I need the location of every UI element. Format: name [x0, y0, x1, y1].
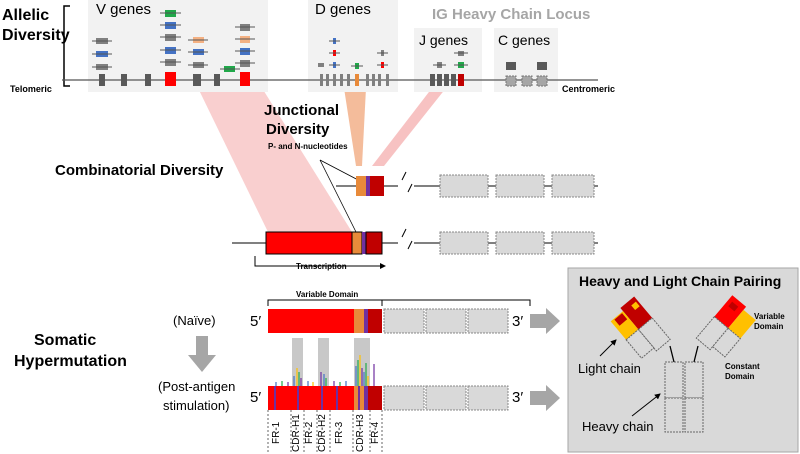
region-fr-1: FR-1: [271, 421, 282, 444]
naive-label: (Naïve): [173, 313, 216, 328]
post-antigen-label-2: stimulation): [163, 398, 230, 413]
locus-title: IG Heavy Chain Locus: [432, 6, 591, 23]
j-projection-cone: [372, 88, 446, 166]
allelic-diversity-label-2: Diversity: [2, 27, 70, 44]
five-prime-naive: 5′: [250, 313, 262, 330]
heavy-chain-pointer: [631, 393, 661, 417]
region-fr-3: FR-3: [334, 421, 345, 444]
heavy-chain-label: Heavy chain: [582, 419, 654, 434]
right-arrow-naive: [530, 308, 560, 334]
naive-antibody-gene: [268, 308, 509, 334]
j-gene-alleles: [430, 51, 468, 86]
c-gene-blocks: [505, 62, 548, 87]
variable-domain-bracket: [267, 299, 383, 306]
j-genes-label: J genes: [419, 32, 469, 48]
cdr-h2-highlight: [318, 338, 329, 390]
v-genes-panel: [88, 0, 268, 92]
three-prime-post: 3′: [512, 389, 524, 406]
region-fr-4: FR-4: [370, 421, 381, 444]
v-genes-label: V genes: [96, 1, 152, 18]
region-dividers: [267, 410, 383, 454]
allelic-bracket: [63, 5, 70, 87]
v-projection-cone: [198, 88, 352, 232]
light-chain-label: Light chain: [578, 361, 641, 376]
region-cdr-h1: CDR-H1: [291, 414, 302, 452]
p-n-nucleotides-label: P- and N-nucleotides: [268, 142, 348, 151]
junctional-diversity-label-2: Diversity: [266, 121, 330, 138]
variable-domain-label: Variable Domain: [296, 290, 359, 299]
right-arrow-post: [530, 385, 560, 411]
constant-domain-pairing-2: Domain: [725, 372, 755, 381]
d-projection-cone: [344, 88, 366, 166]
post-antigen-label-1: (Post-antigen: [158, 379, 236, 394]
light-chain-pointer: [599, 339, 617, 357]
v-gene-alleles: [92, 10, 255, 86]
region-cdr-h2: CDR-H2: [317, 414, 328, 452]
telomeric-label: Telomeric: [10, 84, 52, 94]
d-genes-label: D genes: [315, 1, 371, 18]
transcription-label: Transcription: [296, 262, 347, 271]
somatic-hypermutation-label-1: Somatic: [34, 332, 97, 349]
constant-domain-pairing-1: Constant: [725, 362, 760, 371]
combinatorial-diversity-label: Combinatorial Diversity: [55, 162, 224, 179]
pairing-title: Heavy and Light Chain Pairing: [579, 273, 782, 289]
d-gene-alleles: [318, 38, 389, 86]
junctional-diversity-label-1: Junctional: [264, 102, 340, 119]
dj-rearrangement: [336, 171, 598, 198]
variable-domain-pairing-1: Variable: [754, 312, 785, 321]
cdr-h1-highlight: [292, 338, 303, 390]
variable-domain-pairing-2: Domain: [754, 322, 784, 331]
region-fr-2: FR-2: [304, 421, 315, 444]
five-prime-post: 5′: [250, 389, 262, 406]
vdj-rearrangement: [232, 228, 598, 269]
allelic-diversity-label-1: Allelic: [2, 7, 50, 24]
three-prime-naive: 3′: [512, 313, 524, 330]
mutation-frequency-bars: [275, 355, 375, 386]
mutated-antibody-gene: [268, 385, 509, 411]
antibody-structure: [610, 295, 756, 433]
c-genes-label: C genes: [498, 32, 551, 48]
somatic-hypermutation-label-2: Hypermutation: [14, 353, 127, 370]
junctional-callout-line: [319, 159, 363, 183]
transcription-arrow: [254, 256, 386, 269]
region-cdr-h3: CDR-H3: [355, 414, 366, 452]
centromeric-label: Centromeric: [562, 84, 616, 94]
down-arrow: [188, 336, 216, 372]
